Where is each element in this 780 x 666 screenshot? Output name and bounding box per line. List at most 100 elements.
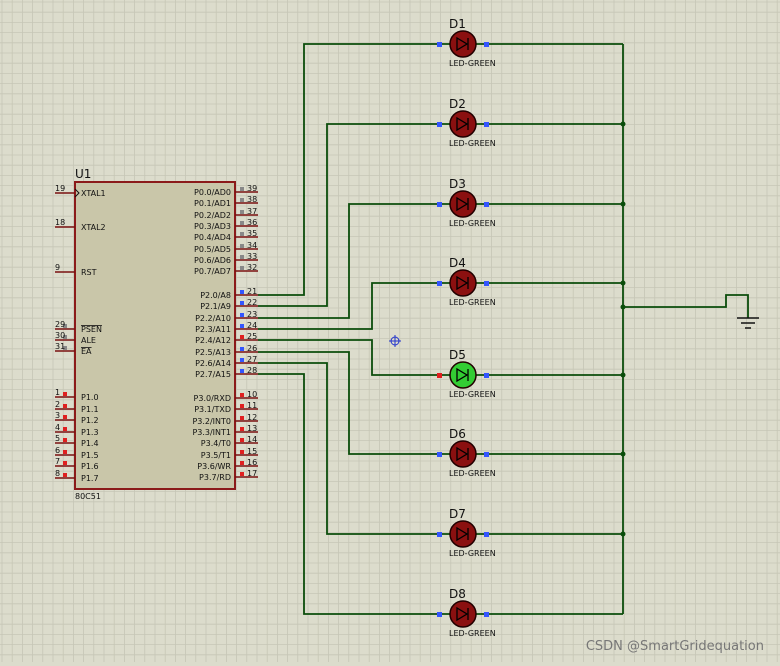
pin-state-indicator bbox=[63, 415, 67, 419]
pin-name: P2.4/A12 bbox=[195, 336, 231, 345]
led-body[interactable] bbox=[449, 600, 477, 628]
led-d2[interactable] bbox=[437, 110, 489, 138]
pin-number: 16 bbox=[247, 458, 257, 467]
pin-state-indicator bbox=[437, 42, 442, 47]
pin-state-indicator bbox=[240, 301, 244, 305]
clock-input-marker bbox=[74, 188, 80, 198]
pin-state-indicator bbox=[240, 221, 244, 225]
led-body[interactable] bbox=[449, 110, 477, 138]
pin-name: P3.1/TXD bbox=[194, 405, 231, 414]
led-type-label: LED-GREEN bbox=[449, 219, 496, 228]
pin-state-indicator bbox=[63, 392, 67, 396]
mcu-body[interactable] bbox=[74, 181, 236, 490]
pin-name: P0.3/AD3 bbox=[194, 222, 231, 231]
pin-name: P1.4 bbox=[81, 439, 99, 448]
led-body[interactable] bbox=[449, 269, 477, 297]
pin-state-indicator bbox=[484, 122, 489, 127]
pin-name: P3.4/T0 bbox=[201, 439, 231, 448]
diode-icon bbox=[456, 275, 469, 291]
led-d8[interactable] bbox=[437, 600, 489, 628]
led-d7[interactable] bbox=[437, 520, 489, 548]
pin-name: XTAL1 bbox=[81, 189, 106, 198]
pin-number: 30 bbox=[55, 331, 65, 340]
pin-number: 35 bbox=[247, 229, 257, 238]
pin-state-indicator bbox=[240, 244, 244, 248]
pin-name: P3.0/RXD bbox=[194, 394, 231, 403]
ground-wire bbox=[623, 294, 749, 318]
pin-number: 1 bbox=[55, 388, 60, 397]
pin-state-indicator bbox=[240, 358, 244, 362]
pin-state-indicator bbox=[437, 452, 442, 457]
pin-name: P2.1/A9 bbox=[200, 302, 231, 311]
led-d1[interactable] bbox=[437, 30, 489, 58]
pin-number: 23 bbox=[247, 310, 257, 319]
led-type-label: LED-GREEN bbox=[449, 139, 496, 148]
pin-state-indicator bbox=[240, 347, 244, 351]
pin-number: 24 bbox=[247, 321, 257, 330]
led-body[interactable] bbox=[449, 30, 477, 58]
diode-icon bbox=[456, 526, 469, 542]
mcu-part-label: 80C51 bbox=[75, 492, 101, 501]
pin-state-indicator bbox=[240, 416, 244, 420]
pin-number: 17 bbox=[247, 469, 257, 478]
pin-state-indicator bbox=[484, 281, 489, 286]
pin-number: 29 bbox=[55, 320, 65, 329]
pin-name: P0.7/AD7 bbox=[194, 267, 231, 276]
pin-number: 25 bbox=[247, 332, 257, 341]
pin-name: P3.6/WR bbox=[197, 462, 231, 471]
pin-name: P0.2/AD2 bbox=[194, 211, 231, 220]
led-d5[interactable] bbox=[437, 361, 489, 389]
led-body[interactable] bbox=[449, 361, 477, 389]
pin-name: RST bbox=[81, 268, 97, 277]
pin-state-indicator bbox=[484, 532, 489, 537]
pin-number: 2 bbox=[55, 400, 60, 409]
led-designator: D5 bbox=[449, 348, 466, 362]
led-body[interactable] bbox=[449, 520, 477, 548]
led-type-label: LED-GREEN bbox=[449, 549, 496, 558]
pin-name: P0.1/AD1 bbox=[194, 199, 231, 208]
pin-number: 34 bbox=[247, 241, 257, 250]
led-d3[interactable] bbox=[437, 190, 489, 218]
led-type-label: LED-GREEN bbox=[449, 298, 496, 307]
pin-number: 7 bbox=[55, 457, 60, 466]
pin-name: P2.2/A10 bbox=[195, 314, 231, 323]
led-d6[interactable] bbox=[437, 440, 489, 468]
pin-number: 31 bbox=[55, 342, 65, 351]
pin-number: 39 bbox=[247, 184, 257, 193]
pin-state-indicator bbox=[437, 373, 442, 378]
pin-name: P1.0 bbox=[81, 393, 99, 402]
pin-state-indicator bbox=[240, 404, 244, 408]
pin-number: 14 bbox=[247, 435, 257, 444]
watermark-text: CSDN @SmartGridequation bbox=[586, 639, 764, 654]
pin-number: 11 bbox=[247, 401, 257, 410]
pin-number: 28 bbox=[247, 366, 257, 375]
pin-name: P0.6/AD6 bbox=[194, 256, 231, 265]
pin-state-indicator bbox=[484, 202, 489, 207]
pin-state-indicator bbox=[240, 290, 244, 294]
pin-state-indicator bbox=[63, 335, 67, 339]
diode-icon bbox=[456, 606, 469, 622]
pin-state-indicator bbox=[240, 266, 244, 270]
pin-state-indicator bbox=[63, 473, 67, 477]
pin-state-indicator bbox=[63, 346, 67, 350]
led-body[interactable] bbox=[449, 440, 477, 468]
pin-number: 6 bbox=[55, 446, 60, 455]
led-d4[interactable] bbox=[437, 269, 489, 297]
pin-state-indicator bbox=[240, 232, 244, 236]
pin-number: 5 bbox=[55, 434, 60, 443]
pin-name: P0.0/AD0 bbox=[194, 188, 231, 197]
pin-state-indicator bbox=[437, 122, 442, 127]
wire-p2-4 bbox=[258, 339, 623, 376]
pin-number: 10 bbox=[247, 390, 257, 399]
led-body[interactable] bbox=[449, 190, 477, 218]
pin-name: P2.3/A11 bbox=[195, 325, 231, 334]
diode-icon bbox=[456, 116, 469, 132]
pin-state-indicator bbox=[240, 369, 244, 373]
pin-number: 33 bbox=[247, 252, 257, 261]
pin-number: 15 bbox=[247, 447, 257, 456]
led-designator: D1 bbox=[449, 17, 466, 31]
pin-name: XTAL2 bbox=[81, 223, 106, 232]
pin-state-indicator bbox=[240, 427, 244, 431]
